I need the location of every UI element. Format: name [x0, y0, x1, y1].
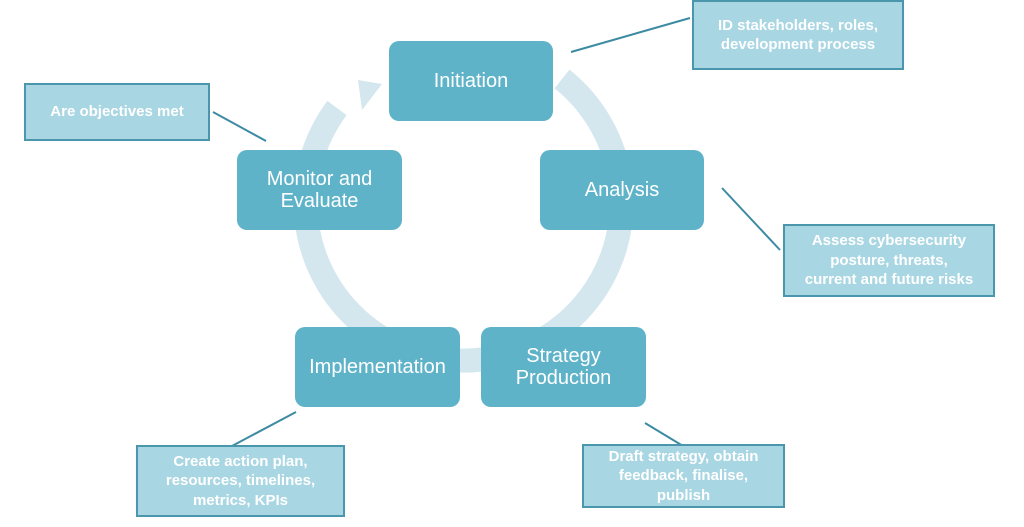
connector-analysis: [721, 187, 781, 251]
note-initiation: ID stakeholders, roles, development proc…: [692, 0, 904, 70]
connector-monitor: [212, 111, 267, 142]
connector-initiation: [570, 17, 691, 53]
note-strategy: Draft strategy, obtain feedback, finalis…: [582, 444, 785, 508]
connector-implementation: [231, 411, 297, 447]
stage-implementation: Implementation: [295, 327, 460, 407]
cycle-arrowhead-icon: [358, 80, 382, 110]
note-implementation: Create action plan, resources, timelines…: [136, 445, 345, 517]
stage-initiation: Initiation: [389, 41, 553, 121]
stage-strategy-production: Strategy Production: [481, 327, 646, 407]
stage-monitor-evaluate: Monitor and Evaluate: [237, 150, 402, 230]
note-monitor: Are objectives met: [24, 83, 210, 141]
stage-analysis: Analysis: [540, 150, 704, 230]
note-analysis: Assess cybersecurity posture, threats, c…: [783, 224, 995, 297]
